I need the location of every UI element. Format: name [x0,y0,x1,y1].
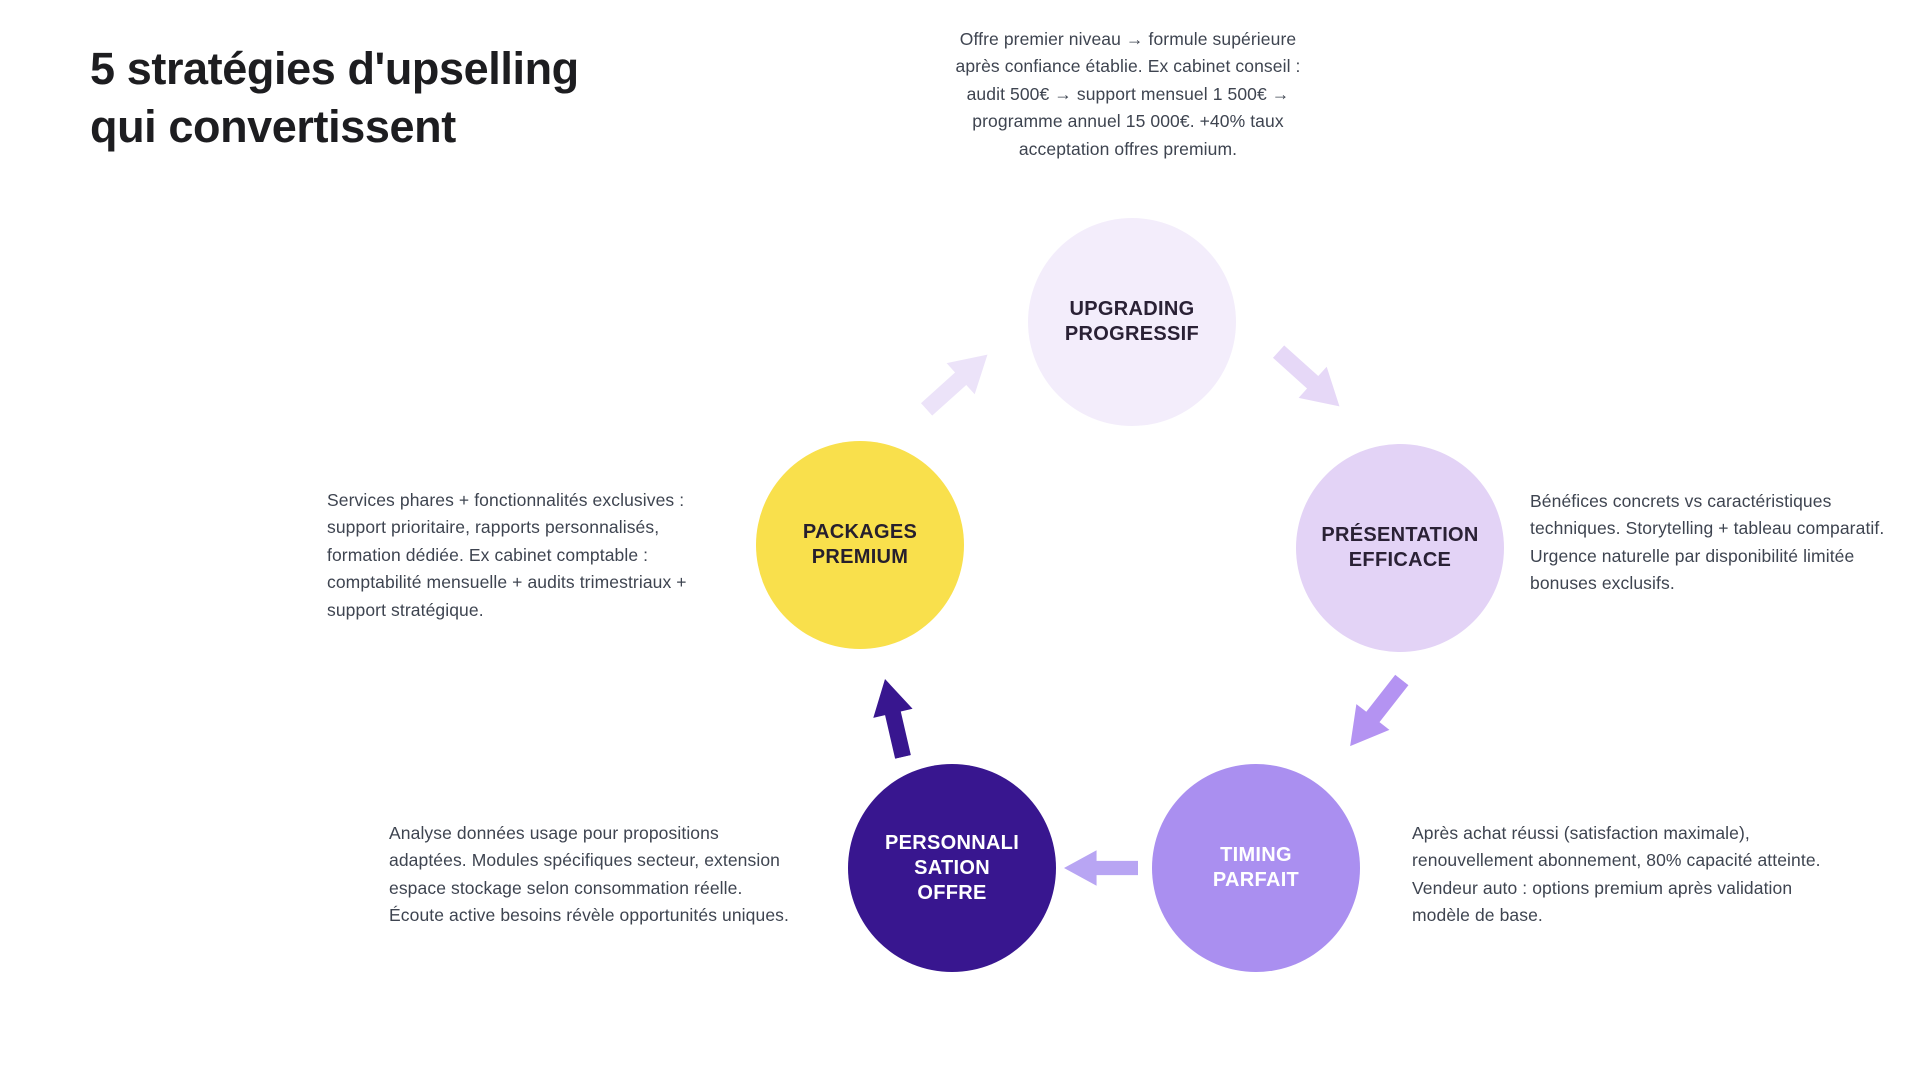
arrow-presentation-to-timing-icon [1330,664,1423,762]
step-label-upgrading-progressif: UPGRADING PROGRESSIF [1064,298,1200,345]
step-description-timing-parfait: Après achat réussi (satisfaction maximal… [1412,823,1821,926]
arrow-timing-to-personnalisation-icon [1064,846,1138,890]
page-title: 5 stratégies d'upselling qui convertisse… [90,43,579,152]
step-label-timing-parfait: TIMING PARFAIT [1212,844,1300,891]
step-circle-timing-parfait: TIMING PARFAIT [1152,764,1360,972]
arrow-personnalisation-to-packages-icon [861,673,928,762]
step-description-packages-premium: Services phares + fonctionnalités exclus… [327,490,687,620]
step-label-presentation-efficace: PRÉSENTATION EFFICACE [1321,524,1479,571]
step-label-packages-premium: PACKAGES PREMIUM [802,521,918,568]
step-circle-packages-premium: PACKAGES PREMIUM [756,441,964,649]
step-label-personnalisation-offre: PERSONNALI SATION OFFRE [884,831,1020,904]
step-circle-upgrading-progressif: UPGRADING PROGRESSIF [1028,218,1236,426]
arrow-packages-to-upgrading-icon [909,335,1005,429]
arrow-upgrading-to-presentation-icon [1261,332,1357,426]
step-description-presentation-efficace: Bénéfices concrets vs caractéristiques t… [1530,491,1885,594]
step-circle-presentation-efficace: PRÉSENTATION EFFICACE [1296,444,1504,652]
step-description-upgrading-progressif: Offre premier niveau → formule supérieur… [955,29,1301,159]
step-circle-personnalisation-offre: PERSONNALI SATION OFFRE [848,764,1056,972]
step-description-personnalisation-offre: Analyse données usage pour propositions … [389,823,789,926]
